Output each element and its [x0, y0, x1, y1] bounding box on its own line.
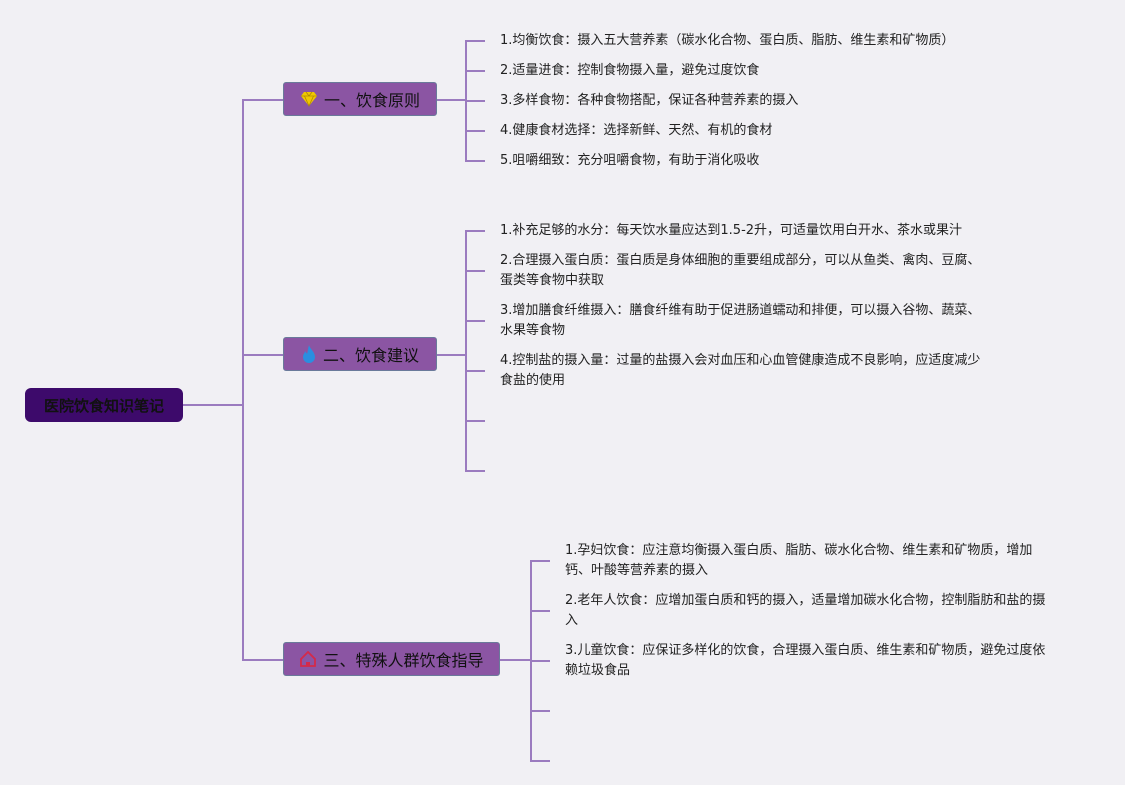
connector: [530, 560, 550, 562]
leaf-item[interactable]: 1.均衡饮食：摄入五大营养素（碳水化合物、蛋白质、脂肪、维生素和矿物质）: [500, 33, 955, 48]
connector: [465, 70, 485, 72]
connector: [243, 659, 283, 661]
connector: [465, 420, 485, 422]
branch-label: 二、饮食建议: [322, 346, 419, 365]
connector: [465, 470, 485, 472]
branch-node-diet-principles[interactable]: 一、饮食原则: [283, 82, 437, 116]
leaf-item[interactable]: 4.健康食材选择：选择新鲜、天然、有机的食材: [500, 123, 773, 138]
connector: [530, 760, 550, 762]
connector: [530, 660, 550, 662]
branch-node-diet-advice[interactable]: 二、饮食建议: [283, 337, 437, 371]
flame-icon: [302, 345, 315, 363]
connector: [436, 354, 466, 356]
leaf-item[interactable]: 3.多样食物：各种食物搭配，保证各种营养素的摄入: [500, 93, 799, 108]
connector: [530, 710, 550, 712]
leaf-item[interactable]: 3.增加膳食纤维摄入：膳食纤维有助于促进肠道蠕动和排便，可以摄入谷物、蔬菜、水果…: [500, 303, 981, 338]
connector: [499, 659, 531, 661]
connector: [465, 320, 485, 322]
connector: [530, 610, 550, 612]
connector: [465, 230, 467, 472]
connector: [465, 130, 485, 132]
leaf-item[interactable]: 1.补充足够的水分：每天饮水量应达到1.5-2升，可适量饮用白开水、茶水或果汁: [500, 223, 963, 238]
leaf-item[interactable]: 4.控制盐的摄入量：过量的盐摄入会对血压和心血管健康造成不良影响，应适度减少食盐…: [500, 353, 981, 388]
home-icon: [300, 651, 317, 667]
root-node[interactable]: 医院饮食知识笔记: [25, 388, 183, 422]
connector: [465, 270, 485, 272]
leaf-item[interactable]: 3.儿童饮食：应保证多样化的饮食，合理摄入蛋白质、维生素和矿物质，避免过度依赖垃…: [565, 643, 1046, 678]
connector: [243, 354, 283, 356]
leaf-item[interactable]: 2.老年人饮食：应增加蛋白质和钙的摄入，适量增加碳水化合物，控制脂肪和盐的摄入: [565, 593, 1046, 628]
connector: [243, 99, 283, 101]
connector: [465, 160, 485, 162]
branch-label: 一、饮食原则: [323, 91, 420, 110]
branch-label: 三、特殊人群饮食指导: [323, 651, 484, 670]
leaf-item[interactable]: 1.孕妇饮食：应注意均衡摄入蛋白质、脂肪、碳水化合物、维生素和矿物质，增加钙、叶…: [565, 543, 1033, 578]
branch-node-special-groups[interactable]: 三、特殊人群饮食指导: [283, 642, 500, 676]
leaf-item[interactable]: 5.咀嚼细致：充分咀嚼食物，有助于消化吸收: [500, 153, 760, 168]
connector: [465, 230, 485, 232]
connector: [465, 370, 485, 372]
diamond-icon: [300, 91, 317, 107]
connector: [242, 99, 244, 661]
connector: [183, 404, 243, 406]
root-label: 医院饮食知识笔记: [43, 396, 164, 415]
leaf-item[interactable]: 2.合理摄入蛋白质：蛋白质是身体细胞的重要组成部分，可以从鱼类、禽肉、豆腐、蛋类…: [500, 253, 981, 288]
connector: [465, 40, 485, 42]
connector: [465, 100, 485, 102]
connector: [436, 99, 466, 101]
leaf-item[interactable]: 2.适量进食：控制食物摄入量，避免过度饮食: [500, 63, 760, 78]
